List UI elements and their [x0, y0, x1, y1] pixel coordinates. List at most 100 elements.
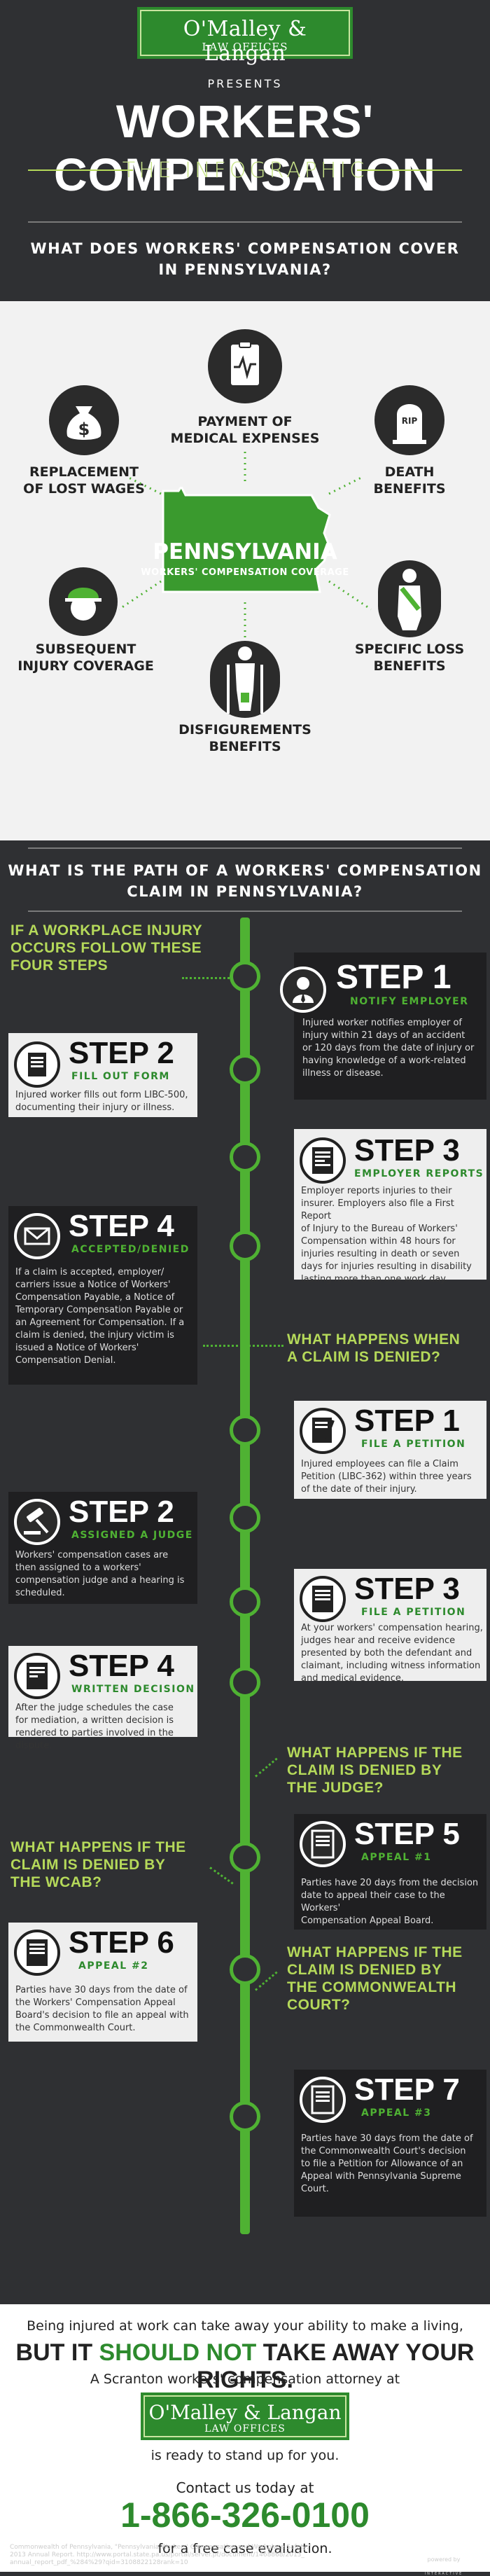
judge-question: WHAT HAPPENS IF THE CLAIM IS DENIED BY T…: [287, 1744, 483, 1796]
sources: Sources Commonwealth of Pennsylvania, "P…: [10, 2535, 402, 2567]
coverage-connectors: [118, 452, 372, 637]
question-line: WHAT HAPPENS IF THE: [287, 1745, 463, 1761]
body-line: Compensation within 48 hours for: [301, 1236, 456, 1247]
firm-logo[interactable]: O'Malley & Langan LAW OFFICES: [140, 10, 350, 66]
timeline-node: [230, 1231, 260, 1261]
body-line: for mediation, a written decision is: [15, 1715, 174, 1726]
body-line: scheduled.: [15, 1588, 65, 1598]
body-line: judges hear and receive evidence: [301, 1635, 456, 1646]
step-card: STEP 1 NOTIFY EMPLOYER Injured worker no…: [280, 953, 486, 1100]
body-line: injury within 21 days of an accident: [302, 1030, 465, 1041]
step-label: STEP 3: [354, 1572, 460, 1606]
body-line: If a claim is accepted, employer/: [15, 1267, 164, 1277]
tombstone-icon: RIP: [374, 385, 444, 455]
coverage-label: PAYMENT OF: [197, 414, 293, 429]
body-line: At your workers' compensation hearing,: [301, 1623, 483, 1633]
body-line: the Commonwealth Court's decision: [301, 2146, 466, 2156]
form-icon: [14, 1041, 60, 1088]
decision-icon: [14, 1653, 60, 1699]
path-question-line: WHAT IS THE PATH OF A WORKERS' COMPENSAT…: [8, 862, 482, 879]
timeline-node: [230, 1142, 260, 1172]
step-card: STEP 1 FILE A PETITION Injured employees…: [294, 1401, 486, 1499]
powered-brand: BIGVOODOO: [414, 2563, 474, 2572]
step-sub: WRITTEN DECISION: [71, 1684, 195, 1695]
body-line: carriers issue a Notice of Workers': [15, 1280, 171, 1290]
svg-text:$: $: [78, 420, 90, 439]
source-line: Commonwealth of Pennsylvania, "Pennsylva…: [10, 2544, 312, 2551]
step-label: STEP 4: [69, 1649, 174, 1683]
question-line: CLAIM IS DENIED BY: [10, 1857, 166, 1873]
body-line: Petition (LIBC-362) within three years: [301, 1471, 472, 1482]
question-line: COURT?: [287, 1997, 351, 2013]
body-line: Workers' compensation cases are: [15, 1550, 169, 1560]
coverage-medical: PAYMENT OF MEDICAL EXPENSES: [140, 413, 350, 447]
body-line: an Agreement for Compensation. If a: [15, 1317, 185, 1328]
phone-number[interactable]: 1-866-326-0100: [120, 2495, 370, 2535]
coverage-label: SPECIFIC LOSS: [354, 642, 465, 657]
timeline-node: [230, 2101, 260, 2132]
timeline-node: [230, 1954, 260, 1985]
timeline-bar: [240, 917, 250, 2234]
divider: [28, 847, 462, 849]
step-body: Parties have 30 days from the date of th…: [301, 2133, 483, 2196]
timeline-node: [230, 1415, 260, 1446]
step-card: STEP 7 APPEAL #3 Parties have 30 days fr…: [294, 2070, 486, 2217]
body-line: documenting their injury or illness.: [15, 1102, 175, 1113]
step-body: After the judge schedules the case for m…: [15, 1702, 194, 1752]
step-sub: ACCEPTED/DENIED: [71, 1244, 190, 1255]
court-question: WHAT HAPPENS IF THE CLAIM IS DENIED BY T…: [287, 1944, 486, 2014]
question-line: CLAIM IS DENIED BY: [287, 1962, 442, 1978]
question-line: THE JUDGE?: [287, 1780, 384, 1796]
body-line: compensation judge and a hearing is: [15, 1575, 185, 1586]
step-body: Injured worker fills out form LIBC-500, …: [15, 1089, 194, 1114]
step-label: STEP 5: [354, 1817, 460, 1851]
powered-by[interactable]: powered by BIGVOODOO INTERACTIVE: [402, 2556, 486, 2576]
body-line: lasting more than one work day.: [301, 1274, 448, 1284]
question-line: THE WCAB?: [10, 1874, 102, 1890]
coverage-label: BENEFITS: [209, 739, 281, 754]
presents-text: PRESENTS: [207, 77, 283, 90]
footer-line2: A Scranton workers' compensation attorne…: [90, 2371, 400, 2387]
question-line: WHAT HAPPENS WHEN: [287, 1331, 461, 1348]
pa-caption: WORKERS' COMPENSATION COVERAGE: [141, 567, 349, 578]
coverage-label: DISFIGUREMENTS: [178, 722, 312, 738]
money-bag-icon: $: [49, 385, 119, 455]
body-line: to file a Petition for Allowance of an: [301, 2159, 463, 2169]
connector: [182, 977, 230, 979]
sources-title: Sources: [10, 2535, 43, 2544]
step-card: STEP 4 ACCEPTED/DENIED If a claim is acc…: [8, 1206, 197, 1385]
coverage-label: MEDICAL EXPENSES: [170, 431, 320, 446]
body-line: of the date of their injury.: [301, 1484, 417, 1495]
coverage-wages: REPLACEMENT OF LOST WAGES: [7, 464, 161, 497]
body-line: injuries resulting in death or seven: [301, 1249, 460, 1259]
step-label: STEP 1: [354, 1404, 460, 1438]
footer-logo-main: O'Malley & Langan: [148, 2401, 342, 2424]
coverage-label: DEATH: [384, 464, 435, 480]
source-line[interactable]: 2013 Annual Report. http://www.portal.st…: [10, 2551, 304, 2558]
contact-text: Contact us today at: [176, 2479, 314, 2496]
powered-label: powered by: [427, 2556, 461, 2563]
step-sub: FILE A PETITION: [361, 1607, 466, 1618]
step-label: STEP 2: [69, 1495, 174, 1529]
body-line: dispute.: [15, 1740, 52, 1751]
intro-question: IF A WORKPLACE INJURY OCCURS FOLLOW THES…: [10, 922, 220, 974]
step-label: STEP 1: [336, 959, 451, 996]
source-line[interactable]: annual_report_pdf_%284%29?qid=3108822128…: [10, 2559, 188, 2566]
body-line: Injured employees can file a Claim: [301, 1459, 458, 1469]
body-line: Board's decision to file an appeal with: [15, 2010, 189, 2021]
coverage-injury: SUBSEQUENT INJURY COVERAGE: [4, 641, 168, 674]
step-body: If a claim is accepted, employer/ carrie…: [15, 1266, 194, 1367]
employer-icon: [280, 967, 326, 1013]
body-line: days for injuries resulting in disabilit…: [301, 1261, 472, 1272]
body-line: date to appeal their case to the Workers…: [301, 1890, 445, 1913]
body-line: Injured worker fills out form LIBC-500,: [15, 1090, 188, 1100]
body-line: claim is denied, the injury victim is: [15, 1330, 174, 1341]
timeline-node: [230, 1842, 260, 1873]
footer-logo-sub: LAW OFFICES: [204, 2423, 286, 2435]
body-line: Parties have 30 days from the date of: [301, 2133, 473, 2144]
footer-logo[interactable]: O'Malley & Langan LAW OFFICES: [144, 2395, 346, 2437]
pa-state-label: PENNSYLVANIA: [153, 539, 337, 565]
appeal-icon: [300, 1821, 346, 1867]
coverage-label: BENEFITS: [373, 481, 446, 497]
page-title: WORKERS' COMPENSATION: [53, 95, 437, 200]
